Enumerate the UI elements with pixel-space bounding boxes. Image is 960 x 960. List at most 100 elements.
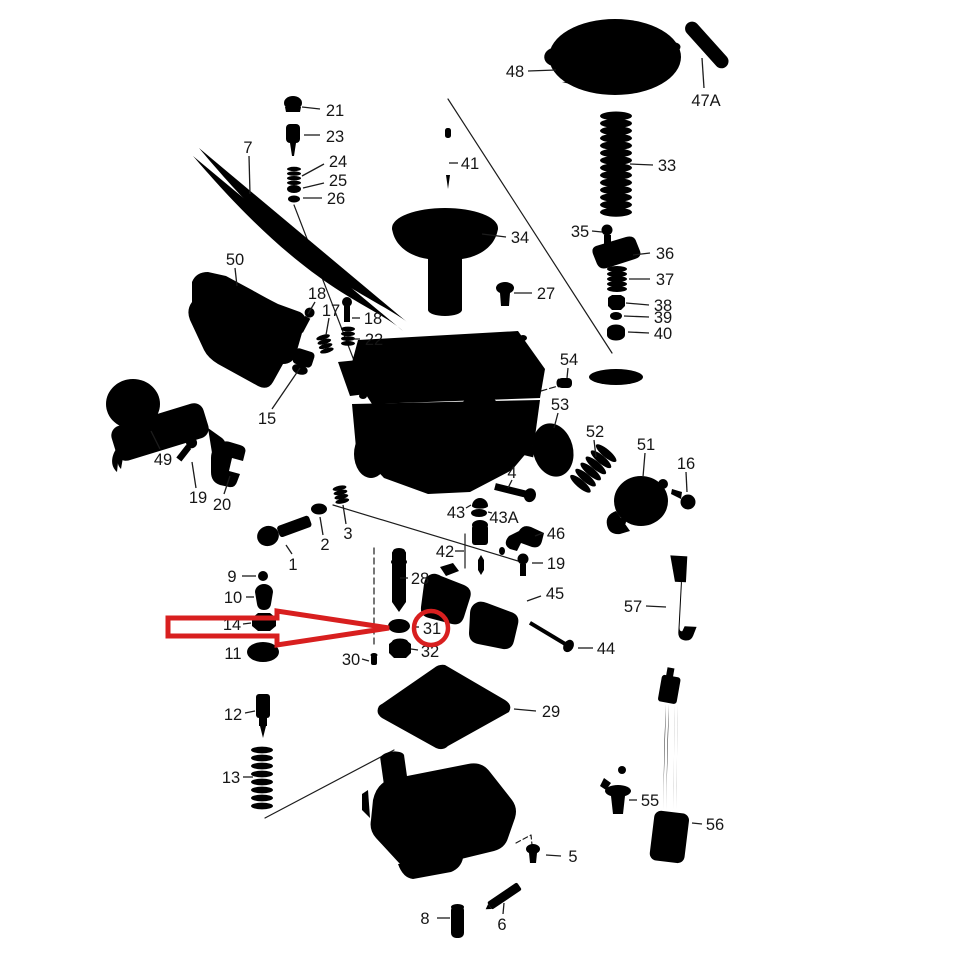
leader-line-36 — [632, 252, 651, 256]
part-nut-38 — [608, 295, 625, 310]
part-label-22: 22 — [365, 331, 383, 349]
part-label-19: 19 — [547, 555, 565, 573]
part-plug-54 — [556, 369, 643, 388]
spring-coil — [251, 762, 273, 770]
part-label-48: 48 — [506, 63, 524, 81]
part-vacuum-slide-34 — [392, 208, 498, 316]
spring-coil — [600, 163, 632, 173]
spring-coil — [607, 281, 627, 287]
part-label-32: 32 — [421, 643, 439, 661]
part-screw-19-right — [517, 553, 529, 576]
part-label-34: 34 — [511, 229, 529, 247]
leader-lines — [150, 57, 705, 919]
leader-line-34 — [481, 233, 507, 238]
part-label-50: 50 — [226, 251, 244, 269]
part-top-cover-50 — [188, 272, 306, 388]
part-label-5: 5 — [568, 848, 577, 866]
spring-coil — [607, 276, 627, 282]
part-screw-18-right — [342, 297, 352, 322]
part-label-53: 53 — [551, 396, 569, 414]
leader-line-53 — [553, 412, 559, 429]
part-spring-3 — [332, 485, 350, 504]
spring-coil — [607, 271, 627, 277]
part-label-47A: 47A — [691, 92, 720, 110]
part-label-13: 13 — [222, 769, 240, 787]
part-bracket-57 — [670, 555, 697, 641]
part-spring-13 — [251, 746, 273, 810]
part-carburetor-body — [338, 331, 545, 494]
leader-line-29 — [513, 708, 537, 712]
spring-coil — [320, 347, 334, 354]
leader-line-56 — [691, 822, 703, 825]
spring-coil — [333, 489, 348, 496]
part-label-42: 42 — [436, 543, 454, 561]
part-cover-51 — [606, 476, 668, 535]
part-diaphragm-cover-48 — [544, 19, 681, 95]
spring-coil — [600, 207, 632, 217]
leader-line-38 — [625, 302, 650, 306]
part-label-17: 17 — [322, 302, 340, 320]
part-label-7: 7 — [243, 139, 252, 157]
part-label-52: 52 — [586, 423, 604, 441]
part-screw-44 — [528, 621, 574, 653]
leader-line-46 — [534, 532, 544, 537]
spring-coil — [580, 462, 601, 481]
part-label-20: 20 — [213, 496, 231, 514]
part-screw-19-left — [176, 437, 198, 462]
part-label-18: 18 — [364, 310, 382, 328]
part-label-3: 3 — [343, 525, 352, 543]
part-screw-16 — [671, 489, 696, 510]
part-label-19: 19 — [189, 489, 207, 507]
part-label-56: 56 — [706, 816, 724, 834]
part-label-4: 4 — [507, 464, 516, 482]
spring-coil — [332, 485, 347, 491]
part-cap-43 — [472, 498, 488, 509]
part-screw-18-left — [297, 307, 315, 333]
leader-line-32 — [410, 648, 419, 651]
part-label-57: 57 — [624, 598, 642, 616]
part-washer-2 — [311, 503, 327, 515]
part-screw-5 — [526, 844, 540, 863]
part-label-54: 54 — [560, 351, 578, 369]
part-nut-32 — [389, 638, 411, 658]
part-clip-47A — [685, 21, 729, 69]
part-label-38: 38 — [654, 297, 672, 315]
spring-coil — [251, 794, 273, 802]
leader-line-20 — [223, 475, 231, 495]
spring-coil — [432, 446, 450, 468]
part-label-1: 1 — [288, 556, 297, 574]
spring-coil — [600, 148, 632, 158]
spring-coil — [287, 180, 301, 185]
leader-line-43A — [487, 511, 493, 514]
spring-coil — [341, 331, 355, 337]
spring-coil — [600, 200, 632, 210]
leader-line-49 — [150, 430, 161, 450]
part-grommet-40 — [607, 324, 625, 341]
part-jet-needle-41 — [445, 128, 451, 189]
spring-coil — [287, 176, 301, 181]
alignment-lines — [264, 98, 613, 846]
part-label-45: 45 — [546, 585, 564, 603]
part-label-43A: 43A — [489, 509, 518, 527]
spring-coil — [334, 493, 349, 500]
part-label-41: 41 — [461, 155, 479, 173]
spring-coil — [287, 166, 301, 172]
spring-coil — [341, 336, 355, 341]
part-label-21: 21 — [326, 102, 344, 120]
spring-coil — [317, 338, 332, 345]
part-bracket-36 — [592, 236, 641, 269]
part-label-35: 35 — [571, 223, 589, 241]
part-label-9: 9 — [227, 568, 236, 586]
part-bowl-gasket-29 — [377, 664, 511, 750]
part-screw-35 — [601, 224, 613, 245]
part-ball-9 — [258, 571, 268, 581]
spring-coil — [600, 118, 632, 128]
part-washer-31 — [388, 619, 410, 633]
part-washer-43A — [471, 509, 487, 517]
spring-coil — [251, 778, 273, 786]
spring-coil — [318, 343, 333, 350]
part-label-36: 36 — [656, 245, 674, 263]
leader-line-3 — [342, 504, 347, 525]
part-label-33: 33 — [658, 157, 676, 175]
part-pilot-screw-23 — [286, 124, 300, 156]
